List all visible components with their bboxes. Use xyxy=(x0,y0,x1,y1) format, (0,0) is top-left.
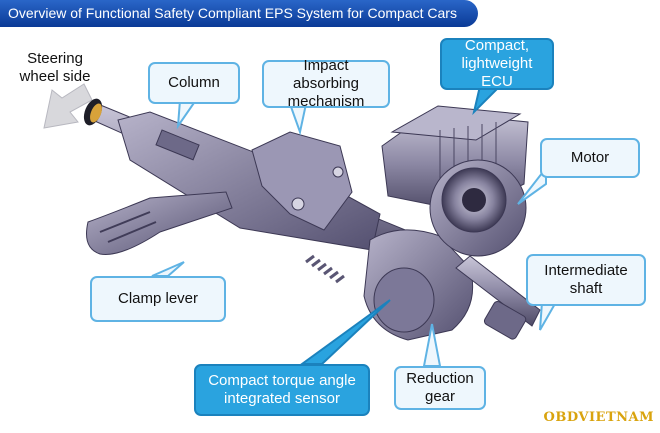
shaft-callout-pointer xyxy=(539,301,558,331)
steering-wheel-side-label: Steering wheel side xyxy=(19,50,91,85)
intermediate-shaft-callout: Intermediate shaft xyxy=(526,254,646,306)
torque-sensor-callout: Compact torque angle integrated sensor xyxy=(194,364,370,416)
clamp-lever-callout: Clamp lever xyxy=(90,276,226,322)
torque-sensor-body xyxy=(373,267,435,333)
diagram-title: Overview of Functional Safety Compliant … xyxy=(0,0,478,27)
compact-ecu-callout: Compact, lightweight ECU xyxy=(440,37,554,90)
impact-absorbing-bracket xyxy=(251,131,353,231)
sensor-callout-pointer xyxy=(298,299,391,365)
impact-absorbing-callout: Impact absorbing mechanism xyxy=(262,57,390,110)
motor-callout: Motor xyxy=(540,138,640,178)
clamp-callout-pointer xyxy=(151,261,185,277)
watermark-text: OBDVIETNAM xyxy=(543,410,654,425)
steering-direction-arrow xyxy=(43,83,93,129)
clamp-lever xyxy=(86,191,233,256)
tilt-spring xyxy=(305,254,345,284)
reduction-gear-callout: Reduction gear xyxy=(394,366,486,410)
column-callout: Column xyxy=(148,62,240,104)
